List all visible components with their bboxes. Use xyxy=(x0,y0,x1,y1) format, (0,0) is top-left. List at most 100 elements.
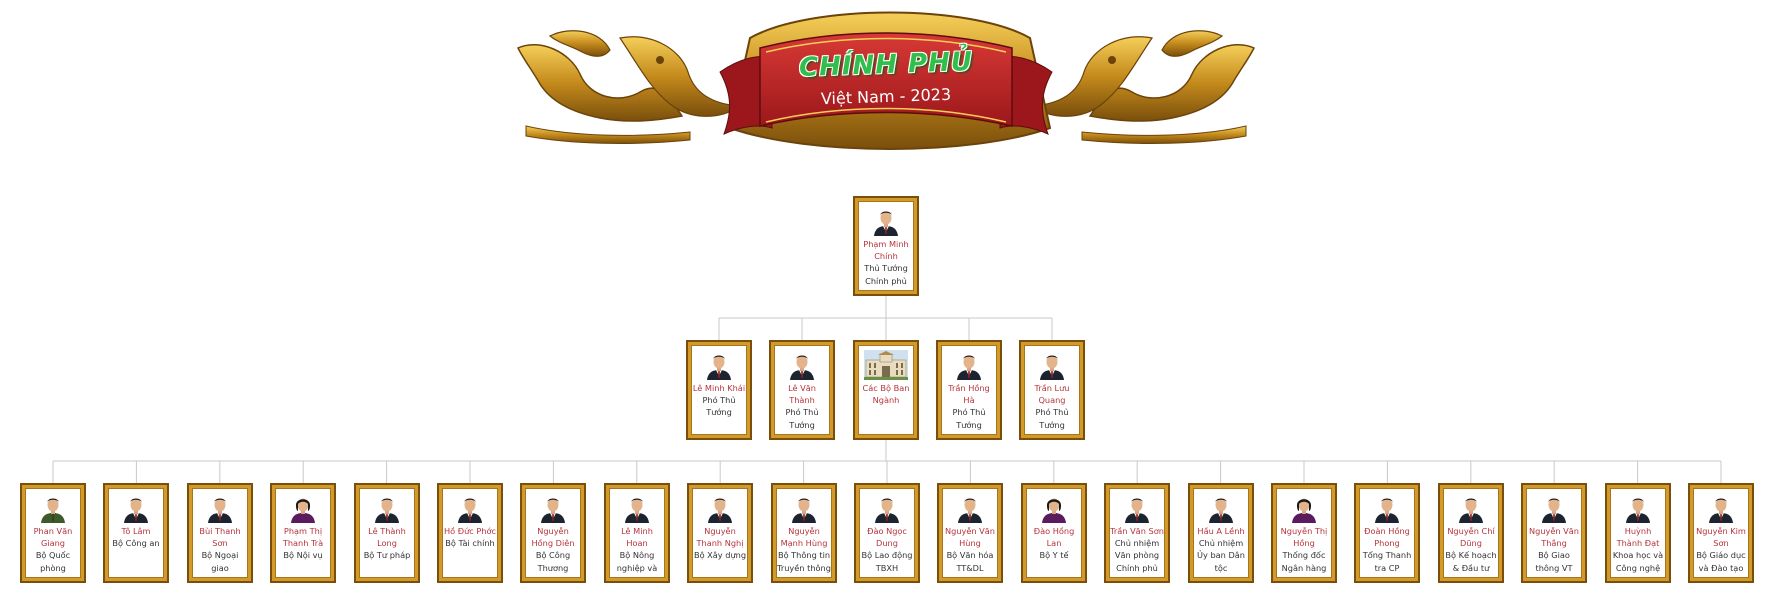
person-name[interactable]: Nguyễn Kim Sơn xyxy=(1696,526,1746,549)
person-role: Phó Thủ Tướng xyxy=(952,407,986,430)
person-role: Thủ Tướng Chính phủ xyxy=(864,263,908,286)
banner: CHÍNH PHỦ Việt Nam - 2023 xyxy=(510,8,1262,158)
person-name[interactable]: Hầu A Lềnh xyxy=(1197,526,1245,536)
person-name[interactable]: Trần Hồng Hà xyxy=(948,383,990,406)
portrait-female-icon xyxy=(1289,493,1319,523)
person-role: Bộ Văn hóa TT&DL xyxy=(946,550,994,573)
person-name[interactable]: Huỳnh Thành Đạt xyxy=(1616,526,1660,549)
person-name[interactable]: Trần Văn Sơn xyxy=(1110,526,1164,536)
portrait-icon xyxy=(372,493,402,523)
portrait-female-icon xyxy=(288,493,318,523)
minister-card[interactable]: Hồ Đức Phớc Bộ Tài chính xyxy=(437,483,503,583)
portrait-icon xyxy=(954,350,984,380)
person-role: Bộ Giáo dục và Đào tạo xyxy=(1696,550,1746,573)
person-name[interactable]: Bùi Thanh Sơn xyxy=(199,526,241,549)
person-name[interactable]: Nguyễn Chí Dũng xyxy=(1447,526,1495,549)
person-name[interactable]: Hồ Đức Phớc xyxy=(443,526,497,536)
person-name[interactable]: Đào Hồng Lan xyxy=(1033,526,1075,549)
portrait-icon xyxy=(705,493,735,523)
person-name[interactable]: Nguyễn Văn Thắng xyxy=(1529,526,1579,549)
portrait-icon xyxy=(704,350,734,380)
person-name[interactable]: Lê Thành Long xyxy=(368,526,406,549)
person-name[interactable]: Nguyễn Thanh Nghị xyxy=(696,526,744,549)
person-name[interactable]: Phạm Minh Chính xyxy=(863,239,909,262)
person-name[interactable]: Nguyễn Thị Hồng xyxy=(1280,526,1328,549)
person-name[interactable]: Tô Lâm xyxy=(121,526,151,536)
person-name[interactable]: Các Bộ Ban Ngành xyxy=(862,383,910,406)
banner-artwork xyxy=(516,11,1256,150)
person-role: Phó Thủ Tướng xyxy=(1035,407,1069,430)
person-name[interactable]: Đào Ngọc Dung xyxy=(867,526,907,549)
person-name[interactable]: Trần Lưu Quang xyxy=(1034,383,1070,406)
portrait-icon xyxy=(1206,493,1236,523)
person-role: Chủ nhiệm Văn phòng Chính phủ xyxy=(1114,538,1160,573)
portrait-icon xyxy=(1706,493,1736,523)
person-role: Bộ Tài chính xyxy=(445,538,495,549)
portrait-icon xyxy=(872,493,902,523)
person-role: Bộ Công Thương xyxy=(535,550,571,573)
person-name[interactable]: Nguyễn Mạnh Hùng xyxy=(780,526,828,549)
person-name[interactable]: Phan Văn Giang xyxy=(33,526,73,549)
ministries-card[interactable]: Các Bộ Ban Ngành xyxy=(853,340,919,440)
person-name[interactable]: Nguyễn Văn Hùng xyxy=(945,526,995,549)
portrait-icon xyxy=(871,206,901,236)
person-name[interactable]: Lê Minh Khái xyxy=(692,383,746,393)
person-name[interactable]: Nguyễn Hồng Diên xyxy=(531,526,575,549)
person-role: Phó Thủ Tướng xyxy=(785,407,819,430)
person-name[interactable]: Lê Minh Hoan xyxy=(621,526,653,549)
person-name[interactable]: Phạm Thị Thanh Trà xyxy=(282,526,324,549)
person-name[interactable]: Đoàn Hồng Phong xyxy=(1364,526,1410,549)
portrait-icon xyxy=(1037,350,1067,380)
portrait-icon xyxy=(1539,493,1569,523)
portrait-icon xyxy=(455,493,485,523)
person-name[interactable]: Lê Văn Thành xyxy=(788,383,816,406)
